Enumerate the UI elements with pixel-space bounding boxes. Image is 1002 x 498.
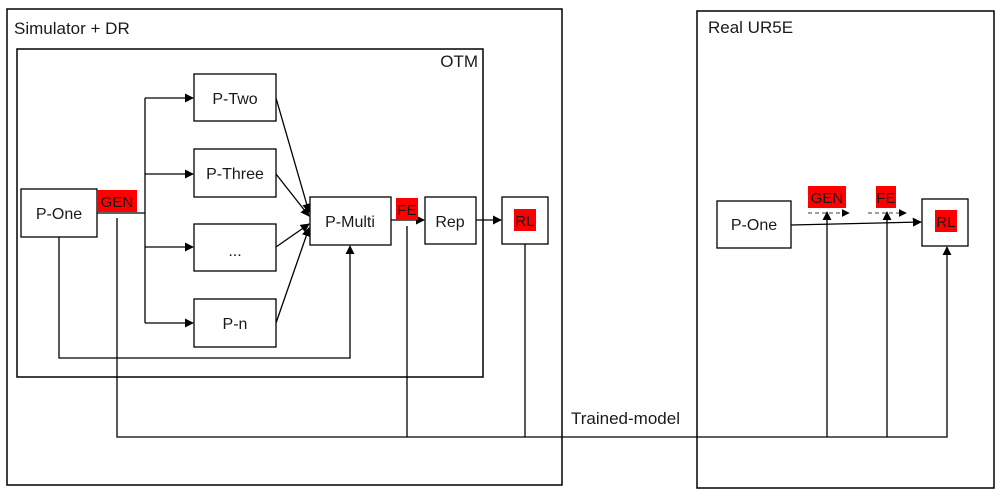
real-gen-tag-label: GEN — [811, 190, 844, 207]
real-p-one-to-rl-arrow — [790, 217, 922, 227]
fe-tag-label: FE — [397, 202, 416, 219]
node-rl: RL — [501, 196, 549, 245]
node-p-three-label: P-Three — [206, 166, 264, 183]
node-real-p-one: P-One — [716, 200, 792, 249]
node-real-rl: RL — [921, 198, 969, 247]
fe-tag: FE — [396, 198, 418, 220]
real-gen-tag: GEN — [808, 186, 846, 208]
node-p-dots: ... — [193, 223, 277, 272]
node-rep: Rep — [424, 196, 477, 245]
node-p-two: P-Two — [193, 73, 277, 122]
arrow-p-three-to-multi — [275, 173, 310, 217]
otm-title: OTM — [440, 52, 478, 71]
arrow-p-two-to-multi — [275, 97, 312, 213]
node-p-one: P-One — [20, 188, 98, 238]
node-p-multi-label: P-Multi — [325, 214, 375, 231]
p-one-bypass-line — [58, 237, 355, 359]
node-p-dots-label: ... — [228, 243, 241, 260]
real-frame — [696, 10, 995, 489]
node-p-n-label: P-n — [223, 316, 248, 333]
node-p-one-label: P-One — [36, 206, 82, 223]
node-p-three: P-Three — [193, 148, 277, 198]
gen-tag-label: GEN — [101, 194, 134, 211]
node-rep-label: Rep — [435, 214, 464, 231]
trained-model-label: Trained-model — [571, 409, 680, 428]
node-real-rl-label: RL — [936, 214, 955, 231]
real-panel: Real UR5E — [696, 10, 995, 489]
node-p-two-label: P-Two — [212, 91, 257, 108]
simulator-title: Simulator + DR — [14, 19, 130, 38]
node-real-p-one-label: P-One — [731, 217, 777, 234]
gen-tag: GEN — [97, 190, 137, 212]
real-fe-tag-label: FE — [876, 190, 895, 207]
real-fe-tag: FE — [876, 186, 896, 208]
arrow-p-n-to-multi — [275, 227, 311, 324]
node-p-multi: P-Multi — [309, 196, 392, 246]
trained-model-bus — [116, 218, 952, 438]
node-p-n: P-n — [193, 298, 277, 348]
real-title: Real UR5E — [708, 18, 793, 37]
node-rl-label: RL — [515, 213, 534, 230]
